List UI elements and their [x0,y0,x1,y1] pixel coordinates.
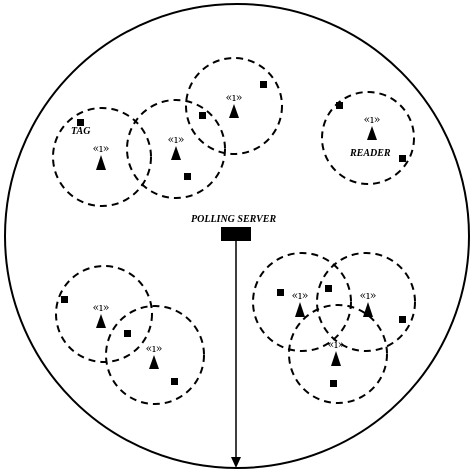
svg-text:«ı»: «ı» [360,289,377,302]
polling-server-icon [221,227,251,241]
tag-icon [77,119,84,126]
readers: «ı» «ı» «ı» «ı» «ı» «ı» «ı» «ı» [93,91,381,369]
reader-range-9 [288,304,388,404]
reader-range-2 [126,99,226,199]
svg-text:«ı»: «ı» [328,338,345,351]
tag-icon [260,81,267,88]
reader-icon: «ı» [93,301,110,328]
coverage-boundary [4,3,470,469]
tag-icon [325,285,332,292]
reader-range-7 [252,252,352,352]
tags [61,81,406,387]
reader-icon: «ı» [360,289,377,317]
reader-icon: «ı» [93,142,110,170]
tag-icon [124,330,131,337]
tag-icon [184,173,191,180]
tag-icon [399,316,406,323]
reader-icon: «ı» [364,113,381,140]
reader-range-1 [52,107,152,207]
reader-label: READER [349,148,391,159]
svg-text:«ı»: «ı» [146,342,163,355]
reader-icon: «ı» [328,338,345,366]
reader-ranges [52,57,416,405]
reader-icon: «ı» [292,289,309,317]
reader-icon: «ı» [168,133,185,160]
tag-icon [61,296,68,303]
tag-label: TAG [71,126,91,137]
arrowhead-icon [231,457,241,468]
reader-range-5 [55,265,153,363]
tag-icon [171,378,178,385]
tag-icon [199,112,206,119]
tag-icon [277,289,284,296]
svg-text:«ı»: «ı» [168,133,185,146]
svg-text:«ı»: «ı» [364,113,381,126]
tag-icon [399,155,406,162]
reader-icon: «ı» [146,342,163,369]
svg-text:«ı»: «ı» [226,91,243,104]
reader-range-8 [316,252,416,352]
svg-text:«ı»: «ı» [93,301,110,314]
polling-server-label: POLLING SERVER [191,214,276,225]
reader-range-4 [321,91,415,185]
reader-icon: «ı» [226,91,243,118]
tag-icon [336,102,343,109]
tag-icon [330,380,337,387]
svg-text:«ı»: «ı» [93,142,110,155]
reader-range-3 [185,57,283,155]
reader-range-6 [105,305,205,405]
svg-text:«ı»: «ı» [292,289,309,302]
